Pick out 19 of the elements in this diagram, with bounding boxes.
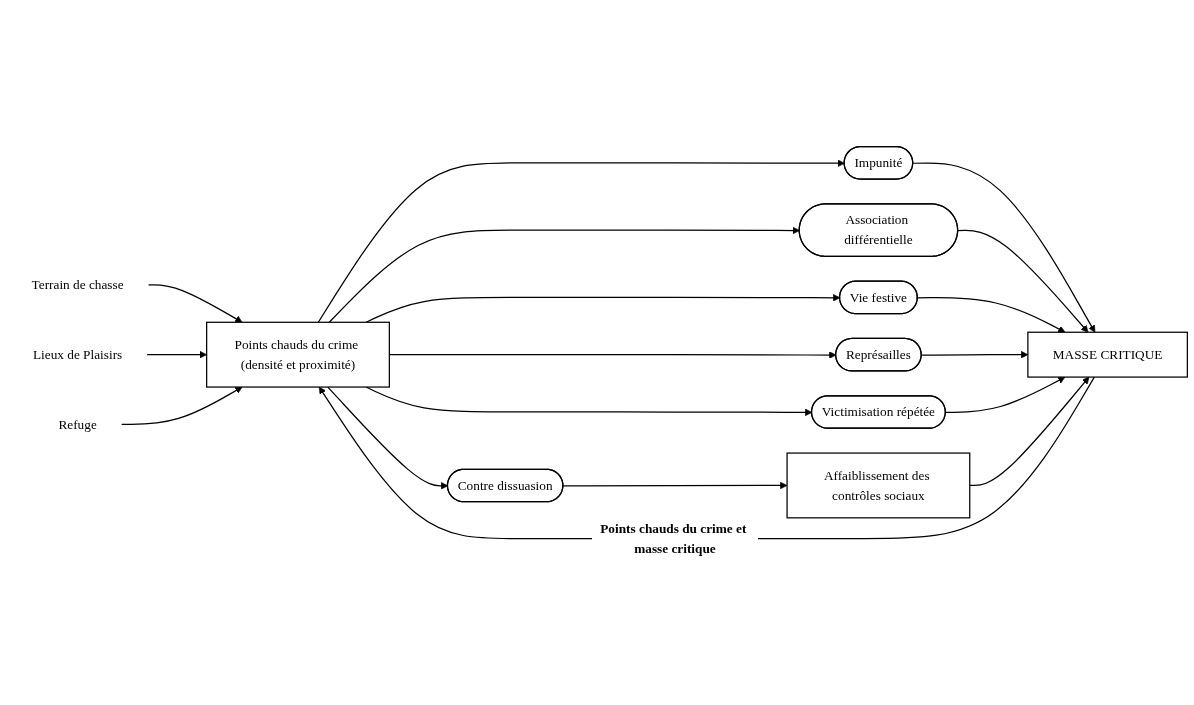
arrow: [146, 350, 207, 359]
arrow: [917, 296, 1066, 333]
arrow: [318, 376, 1095, 540]
arrow: [957, 229, 1089, 333]
arrow: [121, 386, 243, 425]
edge-label: Points chauds du crime et masse critique: [600, 521, 747, 556]
node-box: Affaiblissement des contrôles sociaux: [786, 452, 971, 519]
node-text: Lieux de Plaisirs: [32, 347, 123, 362]
arrow: [147, 284, 243, 323]
node-box: Points chauds du crime (densité et proximité): [206, 321, 390, 388]
node-box: MASSE CRITIQUE: [1027, 331, 1188, 378]
arrow: [562, 481, 788, 489]
node-text: Terrain de chasse: [31, 277, 124, 292]
arrow: [969, 376, 1090, 486]
node-text: Refuge: [58, 416, 97, 431]
arrow: [945, 376, 1066, 413]
arrow: [317, 159, 845, 323]
arrow: [328, 226, 800, 323]
arrow: [912, 162, 1096, 333]
